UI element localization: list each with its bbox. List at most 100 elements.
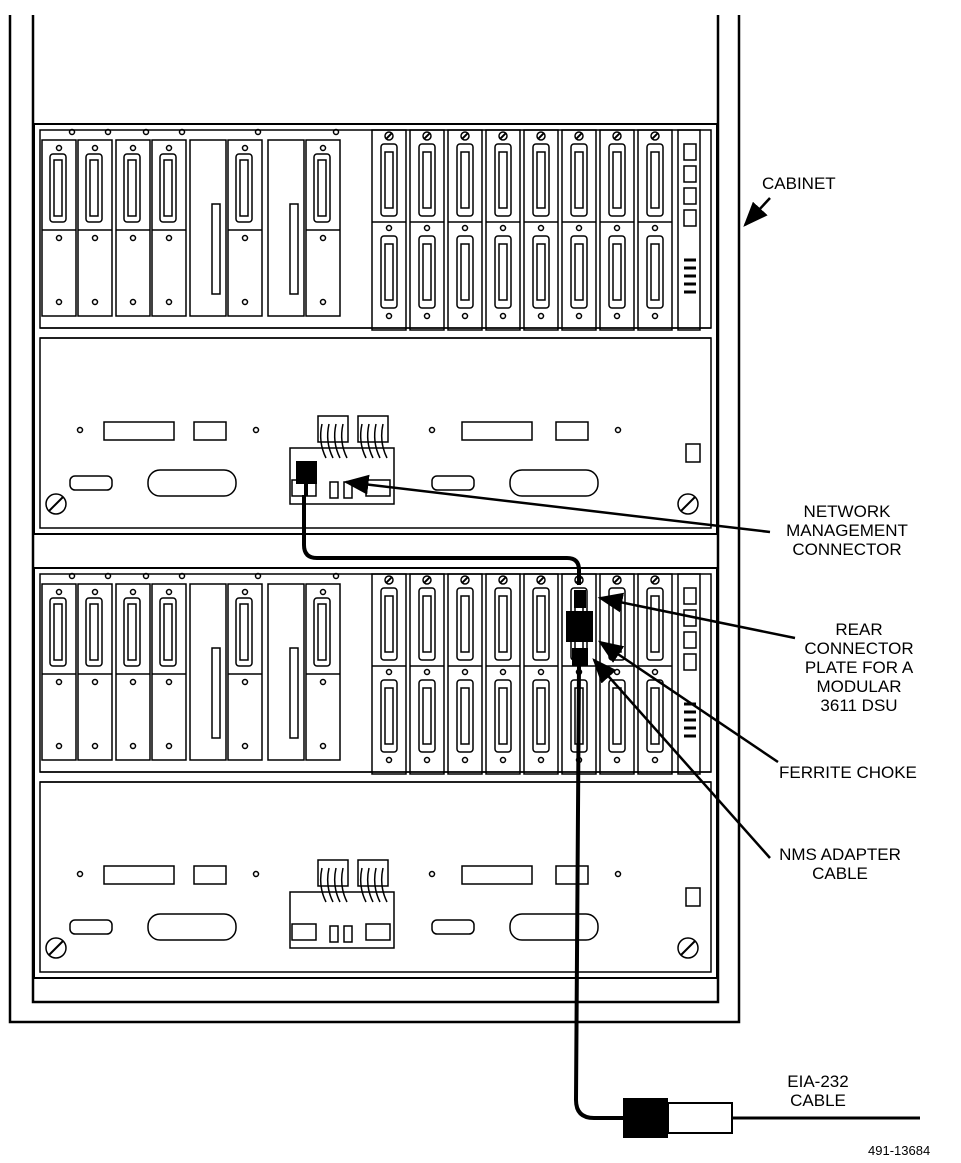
db-connector-upper <box>494 143 512 217</box>
centronics-connector <box>509 913 599 941</box>
interface-card <box>227 583 263 761</box>
db-connector <box>235 597 253 667</box>
centronics-connector <box>509 469 599 497</box>
dsu-card <box>523 129 559 331</box>
interface-card <box>115 583 151 761</box>
db-connector-upper <box>608 143 626 217</box>
eia-232-line-2: CABLE <box>790 1091 846 1110</box>
screw-icon <box>650 575 660 585</box>
interface-card <box>305 139 341 317</box>
db-connector-lower <box>418 235 436 309</box>
indicator <box>685 443 701 463</box>
dsu-card <box>371 573 407 775</box>
callout-arrows <box>343 197 796 859</box>
screw-icon <box>45 937 67 959</box>
interface-card <box>41 139 77 317</box>
shelf-frame <box>33 123 718 535</box>
card-slot <box>267 583 305 761</box>
small-connector <box>69 475 113 491</box>
dsu-card <box>447 129 483 331</box>
screw-icon <box>422 131 432 141</box>
db-connector-upper <box>532 587 550 661</box>
figure-number: 491-13684 <box>868 1143 931 1158</box>
rj-jack <box>683 631 697 649</box>
db-connector-lower <box>532 235 550 309</box>
nms-adapter-cable-label: NMS ADAPTER CABLE <box>760 845 920 883</box>
dsu-card <box>485 573 521 775</box>
eia-232-cable-label: EIA-232 CABLE <box>768 1072 868 1110</box>
db-connector-upper <box>380 143 398 217</box>
wire-bundle <box>317 415 349 443</box>
dsu-card <box>637 573 673 775</box>
db-connector-lower <box>646 679 664 753</box>
screw-icon <box>384 131 394 141</box>
slot-window <box>193 865 227 885</box>
db-connector-upper <box>418 587 436 661</box>
interface-card <box>151 139 187 317</box>
db-connector-upper <box>418 143 436 217</box>
shelf-frame <box>33 567 718 979</box>
screw-icon <box>422 575 432 585</box>
db-connector <box>123 153 141 223</box>
screw-icon <box>612 575 622 585</box>
db-connector-lower <box>456 235 474 309</box>
screw-icon <box>498 131 508 141</box>
db-connector-lower <box>646 235 664 309</box>
card-slot <box>189 583 227 761</box>
screw-icon <box>384 575 394 585</box>
dsu-card <box>447 573 483 775</box>
screw-icon <box>498 575 508 585</box>
db-connector-upper <box>646 587 664 661</box>
screw-icon <box>574 131 584 141</box>
db-connector-upper <box>570 143 588 217</box>
modular-jack-card <box>677 573 701 775</box>
ferrite-choke-arrow <box>597 640 779 764</box>
screw-icon <box>536 575 546 585</box>
dsu-card <box>599 129 635 331</box>
small-connector <box>431 919 475 935</box>
db-connector-lower <box>532 679 550 753</box>
db-connector <box>159 597 177 667</box>
db-connector-lower <box>570 235 588 309</box>
dsu-card <box>561 129 597 331</box>
wiring-block <box>289 891 395 949</box>
card-slot <box>189 139 227 317</box>
slot-window <box>103 865 175 885</box>
cabinet-arrow <box>743 197 771 227</box>
interface-card <box>115 139 151 317</box>
db-connector-lower <box>418 679 436 753</box>
db-connector <box>313 597 331 667</box>
rear-plate-line-1: REAR <box>835 620 883 639</box>
backplane-panel <box>39 337 712 529</box>
interface-card <box>305 583 341 761</box>
db-connector-upper <box>494 587 512 661</box>
small-connector <box>69 919 113 935</box>
rear-plate-line-2: CONNECTOR <box>804 639 914 658</box>
card-slot <box>267 139 305 317</box>
nms-adapter-line-2: CABLE <box>812 864 868 883</box>
screw-icon <box>460 131 470 141</box>
rj-jack <box>683 165 697 183</box>
interface-card <box>77 139 113 317</box>
wire-bundle <box>357 859 389 887</box>
db-connector-upper <box>646 143 664 217</box>
rear-connector-plate-label: REAR CONNECTOR PLATE FOR A MODULAR 3611 … <box>794 620 924 715</box>
long-connector <box>211 203 221 295</box>
dsu-card <box>409 129 445 331</box>
screw-icon <box>460 575 470 585</box>
screw-icon <box>677 937 699 959</box>
db-connector <box>123 597 141 667</box>
db-connector-upper <box>456 143 474 217</box>
db-connector <box>49 597 67 667</box>
slot-window <box>193 421 227 441</box>
rear-plate-line-3: PLATE FOR A <box>804 658 914 677</box>
ferrite-choke-label: FERRITE CHOKE <box>779 763 917 782</box>
screw-icon <box>45 493 67 515</box>
db-connector-lower <box>608 235 626 309</box>
db-connector-lower <box>380 235 398 309</box>
centronics-connector <box>147 913 237 941</box>
nms-adapter-line-1: NMS ADAPTER <box>779 845 901 864</box>
rj-jack <box>683 209 697 227</box>
screw-icon <box>536 131 546 141</box>
